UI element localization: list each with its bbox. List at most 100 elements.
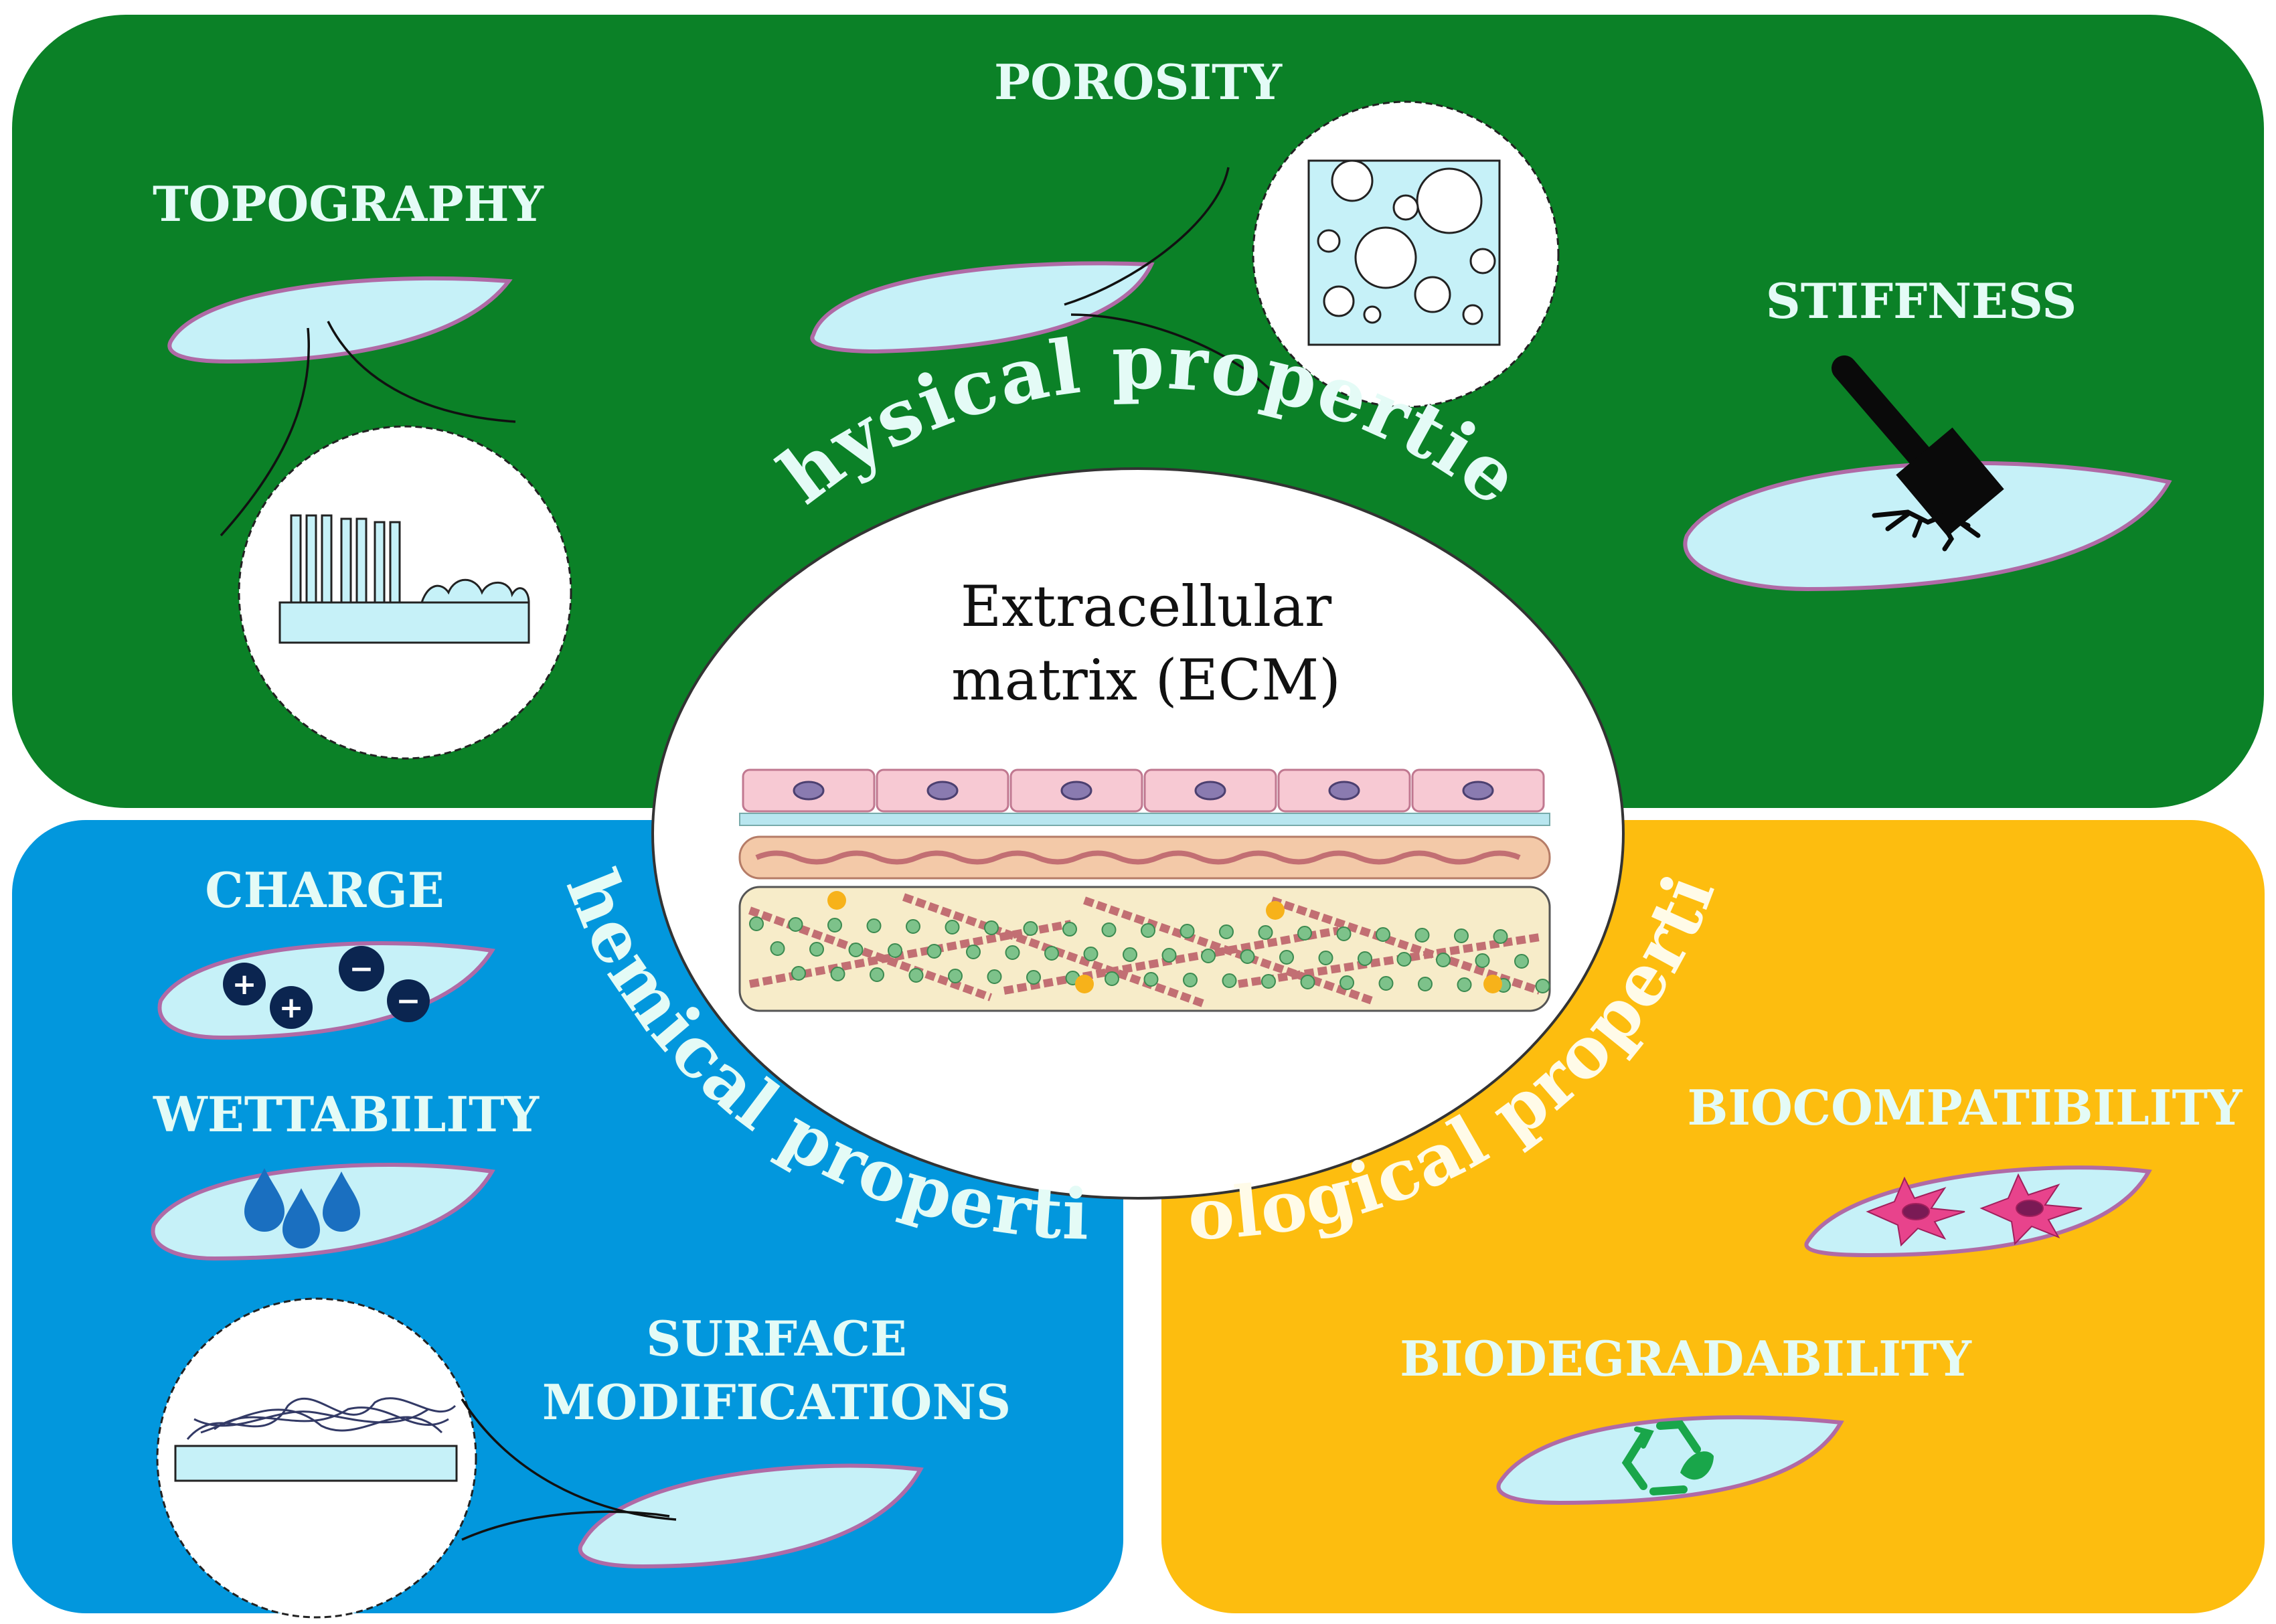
proteoglycan-bead bbox=[1101, 922, 1117, 937]
proteoglycan-bead bbox=[1414, 928, 1430, 943]
proteoglycan-bead bbox=[1378, 976, 1394, 991]
topography-lead-line bbox=[220, 327, 310, 537]
surface-modifications-label-line2: MODIFICATIONS bbox=[542, 1374, 1011, 1431]
proteoglycan-bead bbox=[870, 967, 884, 982]
water-drop-icon bbox=[244, 1168, 360, 1248]
proteoglycan-bead bbox=[984, 920, 999, 935]
proteoglycan-bead bbox=[1300, 975, 1315, 989]
proteoglycan-bead bbox=[830, 967, 845, 981]
matrix-protein bbox=[1075, 975, 1094, 993]
cell-nucleus bbox=[1328, 781, 1360, 801]
cell-nucleus bbox=[1194, 781, 1226, 801]
proteoglycan-bead bbox=[1062, 922, 1077, 937]
proteoglycan-bead bbox=[1083, 947, 1099, 961]
proteoglycan-bead bbox=[1279, 950, 1294, 965]
porosity-label: POROSITY bbox=[994, 54, 1283, 110]
svg-text:+: + bbox=[279, 991, 304, 1025]
proteoglycan-bead bbox=[1358, 951, 1372, 966]
proteoglycan-bead bbox=[827, 918, 842, 932]
matrix-protein bbox=[1266, 901, 1285, 920]
proteoglycan-bead bbox=[1141, 923, 1155, 938]
porosity-sample bbox=[810, 261, 1155, 354]
proteoglycan-bead bbox=[1457, 977, 1472, 992]
surface-modifications-sample bbox=[578, 1463, 924, 1569]
proteoglycan-bead bbox=[770, 941, 785, 956]
proteoglycan-bead bbox=[1240, 949, 1255, 964]
svg-text:−: − bbox=[396, 984, 421, 1018]
physical-properties-panel bbox=[12, 15, 2264, 808]
proteoglycan-bead bbox=[1396, 952, 1412, 967]
proteoglycan-bead bbox=[1161, 948, 1177, 963]
proteoglycan-bead bbox=[1105, 971, 1119, 986]
proteoglycan-bead bbox=[1005, 945, 1020, 960]
proteoglycan-bead bbox=[926, 944, 942, 959]
cell-nucleus bbox=[1060, 781, 1092, 801]
proteoglycan-bead bbox=[906, 919, 920, 934]
charge-label: CHARGE bbox=[205, 862, 444, 918]
proteoglycan-bead bbox=[1475, 953, 1490, 968]
proteoglycan-bead bbox=[1143, 972, 1159, 987]
proteoglycan-bead bbox=[791, 966, 806, 981]
collagen-fibre bbox=[1238, 933, 1540, 988]
biocompatibility-sample bbox=[1804, 1165, 2152, 1258]
svg-text:−: − bbox=[349, 952, 374, 986]
topography-sample bbox=[167, 276, 513, 364]
ecm-center-oval bbox=[651, 467, 1625, 1200]
proteoglycan-bead bbox=[1222, 973, 1237, 988]
svg-text:+: + bbox=[232, 967, 257, 1001]
cell-nucleus bbox=[793, 781, 825, 801]
porosity-lead-line bbox=[1064, 167, 1230, 306]
proteoglycan-bead bbox=[809, 942, 824, 957]
proteoglycan-bead bbox=[966, 945, 981, 959]
proteoglycan-bead bbox=[1201, 949, 1216, 963]
proteoglycan-bead bbox=[1376, 927, 1390, 942]
ecm-title-line2: matrix (ECM) bbox=[951, 647, 1341, 713]
stiffness-label: STIFFNESS bbox=[1766, 272, 2077, 329]
proteoglycan-bead bbox=[1180, 924, 1195, 939]
proteoglycan-bead bbox=[1514, 954, 1529, 969]
proteoglycan-bead bbox=[1436, 953, 1451, 967]
biodegradability-label: BIODEGRADABILITY bbox=[1400, 1330, 1972, 1387]
proteoglycan-bead bbox=[866, 918, 882, 933]
surface-lead-line bbox=[461, 1398, 677, 1521]
recycle-icon bbox=[1621, 1420, 1714, 1495]
proteoglycan-bead bbox=[1339, 975, 1354, 990]
collagen-fibre bbox=[1003, 926, 1340, 995]
proteoglycan-bead bbox=[1418, 977, 1433, 991]
charge-markers: + + − − bbox=[223, 946, 430, 1029]
proteoglycan-bead bbox=[1258, 925, 1273, 940]
wettability-label: WETTABILITY bbox=[153, 1086, 540, 1143]
proteoglycan-bead bbox=[1183, 973, 1198, 987]
cell-nucleus bbox=[1462, 781, 1494, 801]
proteoglycan-bead bbox=[1261, 974, 1276, 989]
proteoglycan-bead bbox=[1044, 946, 1059, 961]
porous-scaffold-icon bbox=[1307, 159, 1501, 346]
proteoglycan-bead bbox=[1493, 929, 1508, 944]
proteoglycan-bead bbox=[749, 916, 764, 931]
biodegradability-sample bbox=[1496, 1415, 1844, 1506]
proteoglycan-bead bbox=[1026, 970, 1041, 985]
stiffness-sample bbox=[1683, 461, 2172, 592]
topography-zoom-circle bbox=[238, 425, 572, 760]
proteoglycan-bead bbox=[1318, 951, 1333, 965]
ecm-title-line1: Extracellular bbox=[961, 574, 1332, 639]
spiky-cell-icon bbox=[1866, 1173, 2083, 1247]
matrix-protein bbox=[827, 891, 846, 910]
ecm-cell-layer bbox=[738, 768, 1551, 1012]
hammer-icon bbox=[1832, 355, 2004, 552]
surface-coating-icon bbox=[174, 1397, 458, 1482]
proteoglycan-bead bbox=[1219, 924, 1234, 939]
cell-nucleus bbox=[926, 781, 959, 801]
biocompatibility-label: BIOCOMPATIBILITY bbox=[1688, 1079, 2243, 1136]
proteoglycan-bead bbox=[1023, 921, 1038, 936]
proteoglycan-bead bbox=[888, 943, 902, 958]
proteoglycan-bead bbox=[1454, 928, 1469, 943]
nanopillar-topography-icon bbox=[278, 514, 530, 644]
surface-modifications-label-line1: SURFACE bbox=[646, 1310, 907, 1367]
proteoglycan-bead bbox=[788, 917, 803, 932]
wettability-sample bbox=[151, 1163, 495, 1261]
proteoglycan-bead bbox=[1297, 926, 1312, 941]
proteoglycan-bead bbox=[908, 968, 924, 983]
proteoglycan-bead bbox=[948, 969, 963, 983]
proteoglycan-bead bbox=[945, 920, 960, 935]
